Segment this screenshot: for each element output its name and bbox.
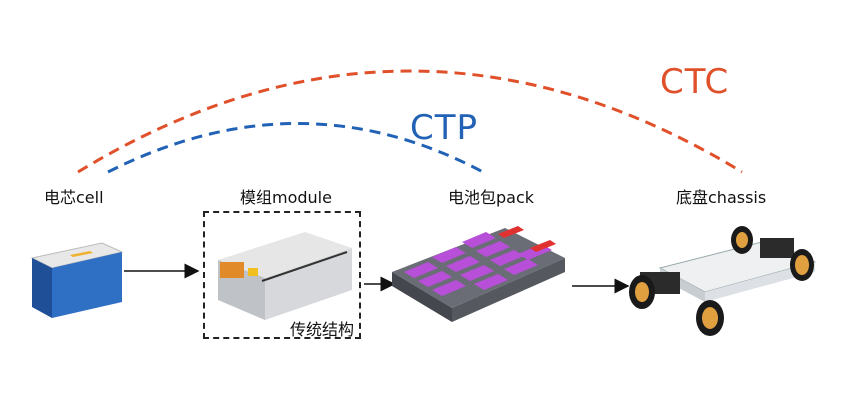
traditional-structure-box	[203, 211, 361, 339]
stage-label-chassis: 底盘chassis	[676, 188, 767, 207]
battery-cell-image	[30, 242, 124, 318]
stage-label-cell: 电芯cell	[44, 188, 104, 207]
stage-label-module: 模组module	[240, 188, 332, 207]
battery-pack-image	[392, 226, 565, 322]
chassis-image	[629, 226, 817, 336]
stage-label-pack: 电池包pack	[448, 188, 535, 207]
battery-module-image	[218, 232, 352, 320]
ctp-arc	[107, 122, 484, 174]
ctc-label: CTC	[660, 62, 730, 102]
ctp-label: CTP	[410, 108, 479, 148]
ctc-arc	[77, 69, 743, 174]
module-box-caption: 传统结构	[290, 320, 355, 339]
